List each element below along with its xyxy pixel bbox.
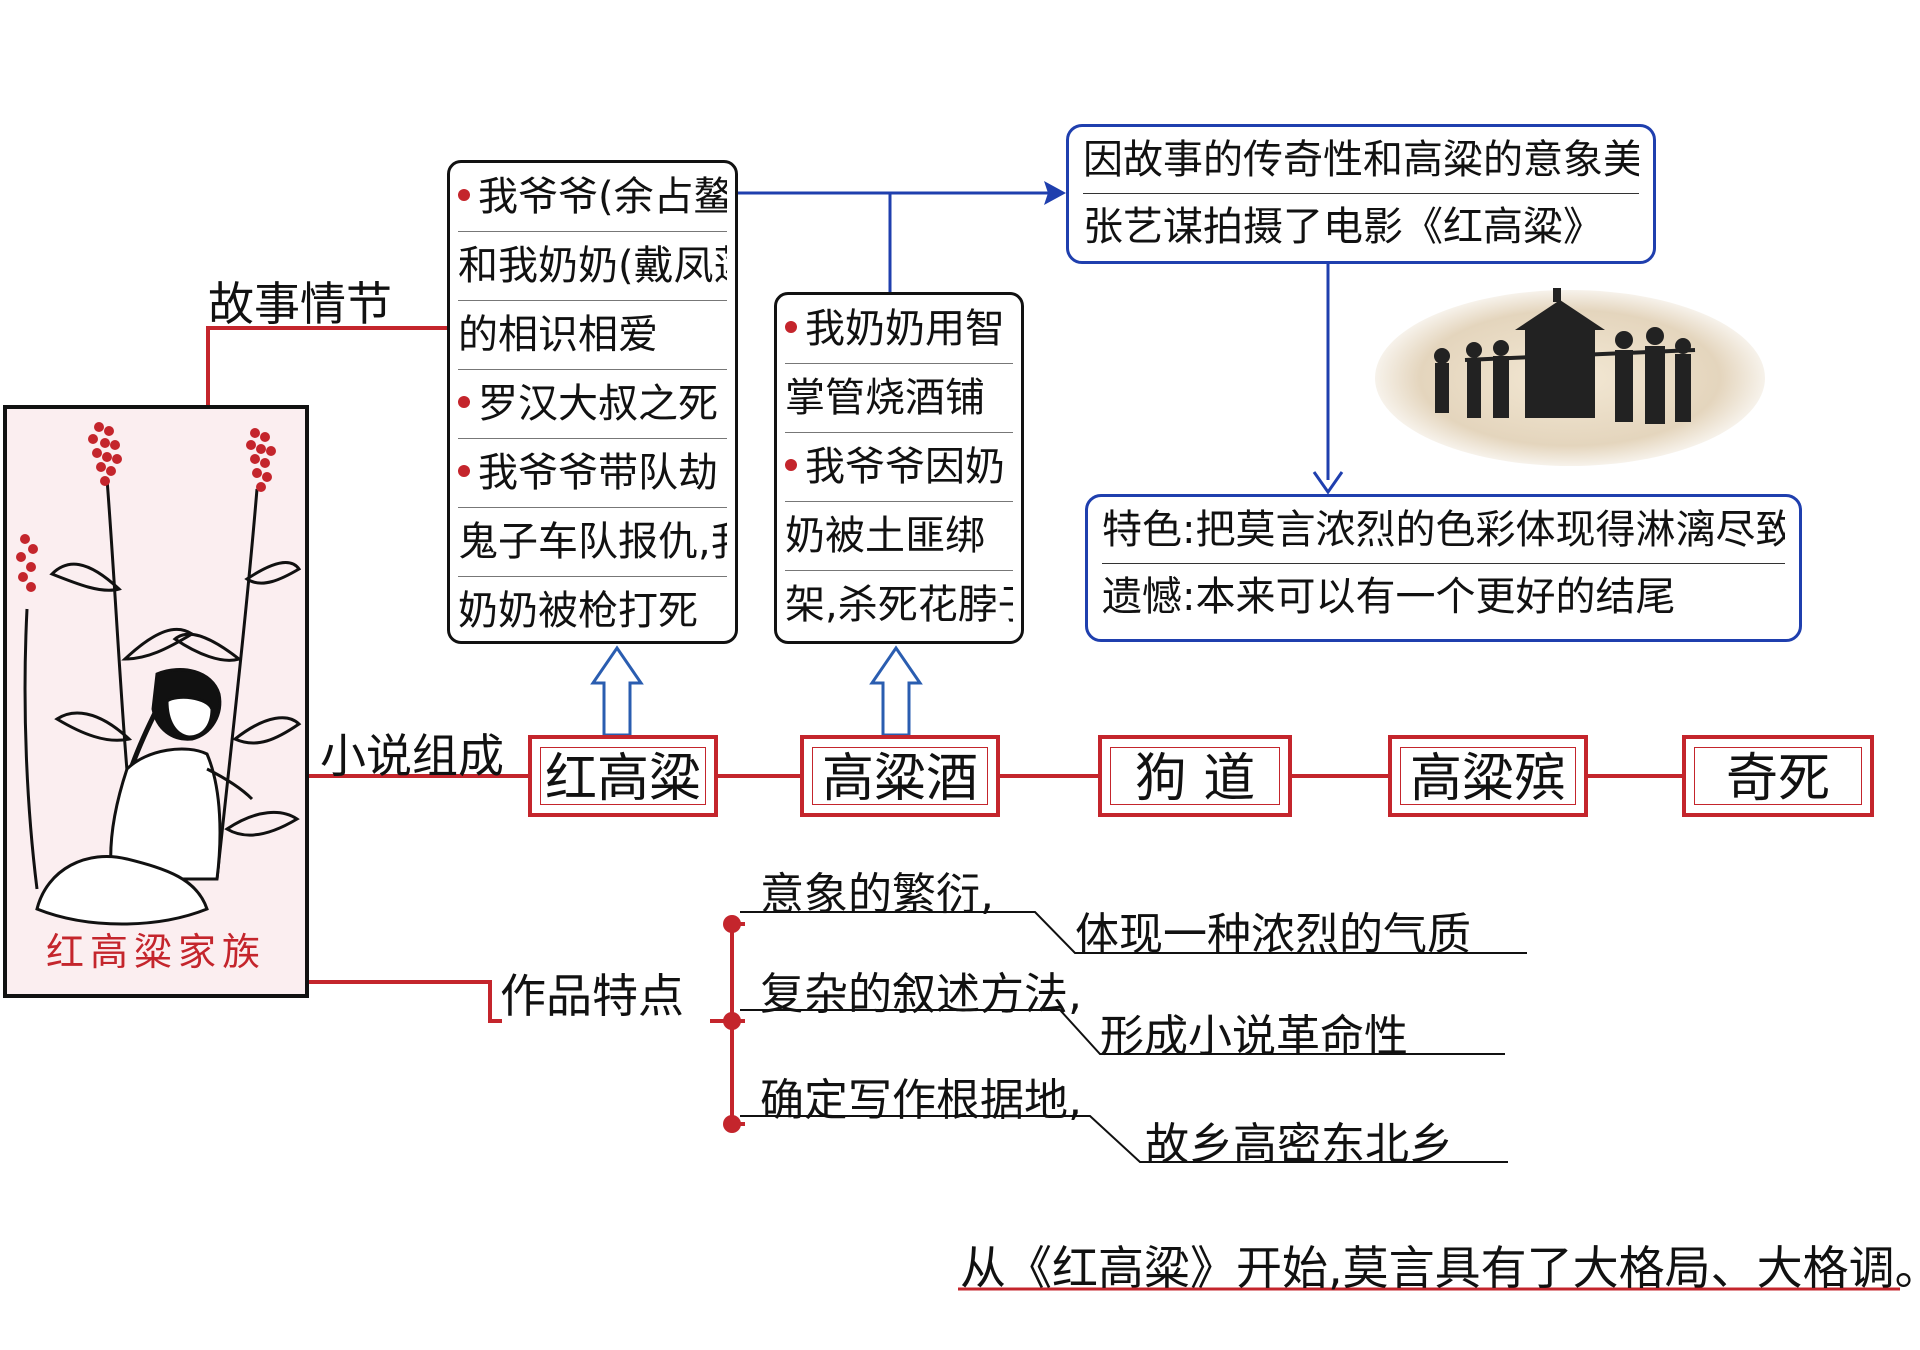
plot-item: 架,杀死花脖子 xyxy=(785,582,1013,628)
plot-item: 奶被土匪绑 xyxy=(785,502,1013,571)
bullet-dot-icon xyxy=(785,459,797,471)
cover-title: 红高粱家族 xyxy=(45,930,266,974)
bullet-dot-icon xyxy=(458,396,470,408)
plot-item: 奶奶被枪打死 xyxy=(458,588,698,634)
label-features: 作品特点 xyxy=(500,969,684,1023)
film-line: 因故事的传奇性和高粱的意象美 xyxy=(1083,127,1639,194)
part-box-1: 红高粱 xyxy=(528,735,718,817)
feature-right-2: 形成小说革命性 xyxy=(1100,1011,1408,1062)
evaluation-box: 特色:把莫言浓烈的色彩体现得淋漓尽致 遗憾:本来可以有一个更好的结尾 xyxy=(1085,494,1802,642)
bullet-dot-icon xyxy=(458,465,470,477)
sedan-chair-film-still xyxy=(1375,288,1765,466)
film-line: 张艺谋拍摄了电影《红高粱》 xyxy=(1083,204,1603,250)
part-box-3: 狗 道 xyxy=(1098,735,1292,817)
feature-right-3: 故乡高密东北乡 xyxy=(1145,1119,1453,1170)
sorghum-woman-illustration xyxy=(16,422,302,926)
feature-left-1: 意象的繁衍, xyxy=(760,869,994,920)
label-plot: 故事情节 xyxy=(208,277,392,331)
part-box-4: 高粱殡 xyxy=(1388,735,1588,817)
bullet-dot-icon xyxy=(785,321,797,333)
plot-item: 的相识相爱 xyxy=(458,301,727,370)
plot-item: 和我奶奶(戴凤莲) xyxy=(458,232,727,301)
plot-item: 我爷爷带队劫 xyxy=(458,439,727,508)
plot-list-1: 我爷爷(余占鳌) 和我奶奶(戴凤莲) 的相识相爱 罗汉大叔之死 我爷爷带队劫 鬼… xyxy=(447,160,738,644)
plot-item: 鬼子车队报仇,我 xyxy=(458,508,727,577)
evaluation-line: 遗憾:本来可以有一个更好的结尾 xyxy=(1102,574,1676,620)
bullet-dot-icon xyxy=(458,189,470,201)
feature-left-2: 复杂的叙述方法, xyxy=(760,969,1082,1020)
evaluation-line: 特色:把莫言浓烈的色彩体现得淋漓尽致 xyxy=(1102,497,1785,564)
label-parts: 小说组成 xyxy=(320,729,504,783)
film-info-box: 因故事的传奇性和高粱的意象美 张艺谋拍摄了电影《红高粱》 xyxy=(1066,124,1656,264)
plot-item: 我奶奶用智 xyxy=(785,295,1013,364)
plot-item: 罗汉大叔之死 xyxy=(458,370,727,439)
plot-item: 我爷爷因奶 xyxy=(785,433,1013,502)
part-box-2: 高粱酒 xyxy=(800,735,1000,817)
novel-cover-card: 红高粱家族 xyxy=(3,405,309,998)
plot-item: 我爷爷(余占鳌) xyxy=(458,163,727,232)
plot-item: 掌管烧酒铺 xyxy=(785,364,1013,433)
plot-list-2: 我奶奶用智 掌管烧酒铺 我爷爷因奶 奶被土匪绑 架,杀死花脖子 xyxy=(774,292,1024,644)
feature-left-3: 确定写作根据地, xyxy=(760,1075,1082,1126)
feature-right-1: 体现一种浓烈的气质 xyxy=(1075,909,1471,960)
conclusion-text: 从《红高粱》开始,莫言具有了大格局、大格调。 xyxy=(960,1241,1920,1295)
part-box-5: 奇死 xyxy=(1682,735,1874,817)
